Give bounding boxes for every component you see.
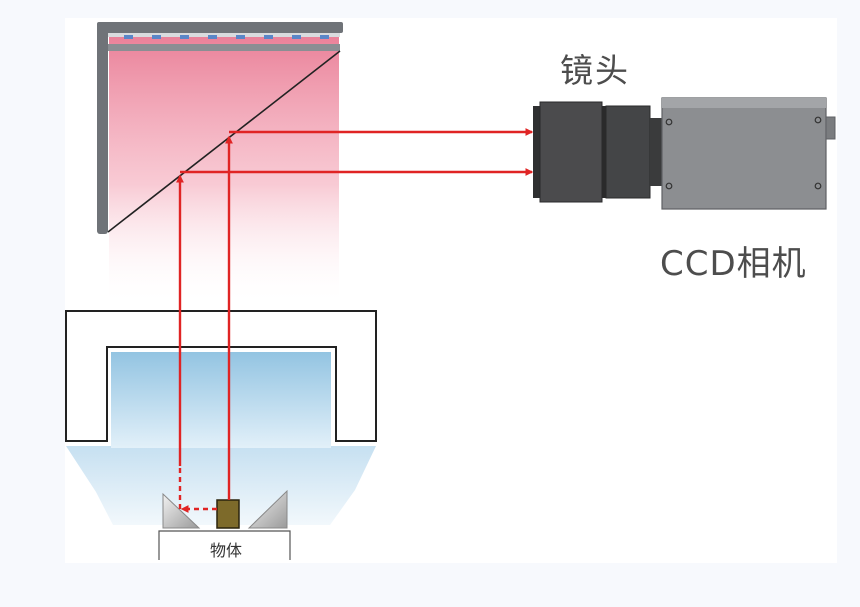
led-strip [124, 35, 329, 39]
camera-lens-icon [533, 101, 662, 203]
object-label: 物体 [209, 541, 242, 560]
lens-label: 镜头 [560, 51, 630, 90]
camera-label: CCD相机 [660, 244, 807, 284]
ccd-camera-icon [661, 97, 836, 210]
dome-light [65, 310, 377, 525]
prism-mirror-icon [97, 22, 343, 234]
light-beams [176, 128, 534, 513]
right-prism-icon [247, 489, 288, 529]
object-block-icon [216, 499, 240, 529]
object-label-box [158, 530, 291, 560]
